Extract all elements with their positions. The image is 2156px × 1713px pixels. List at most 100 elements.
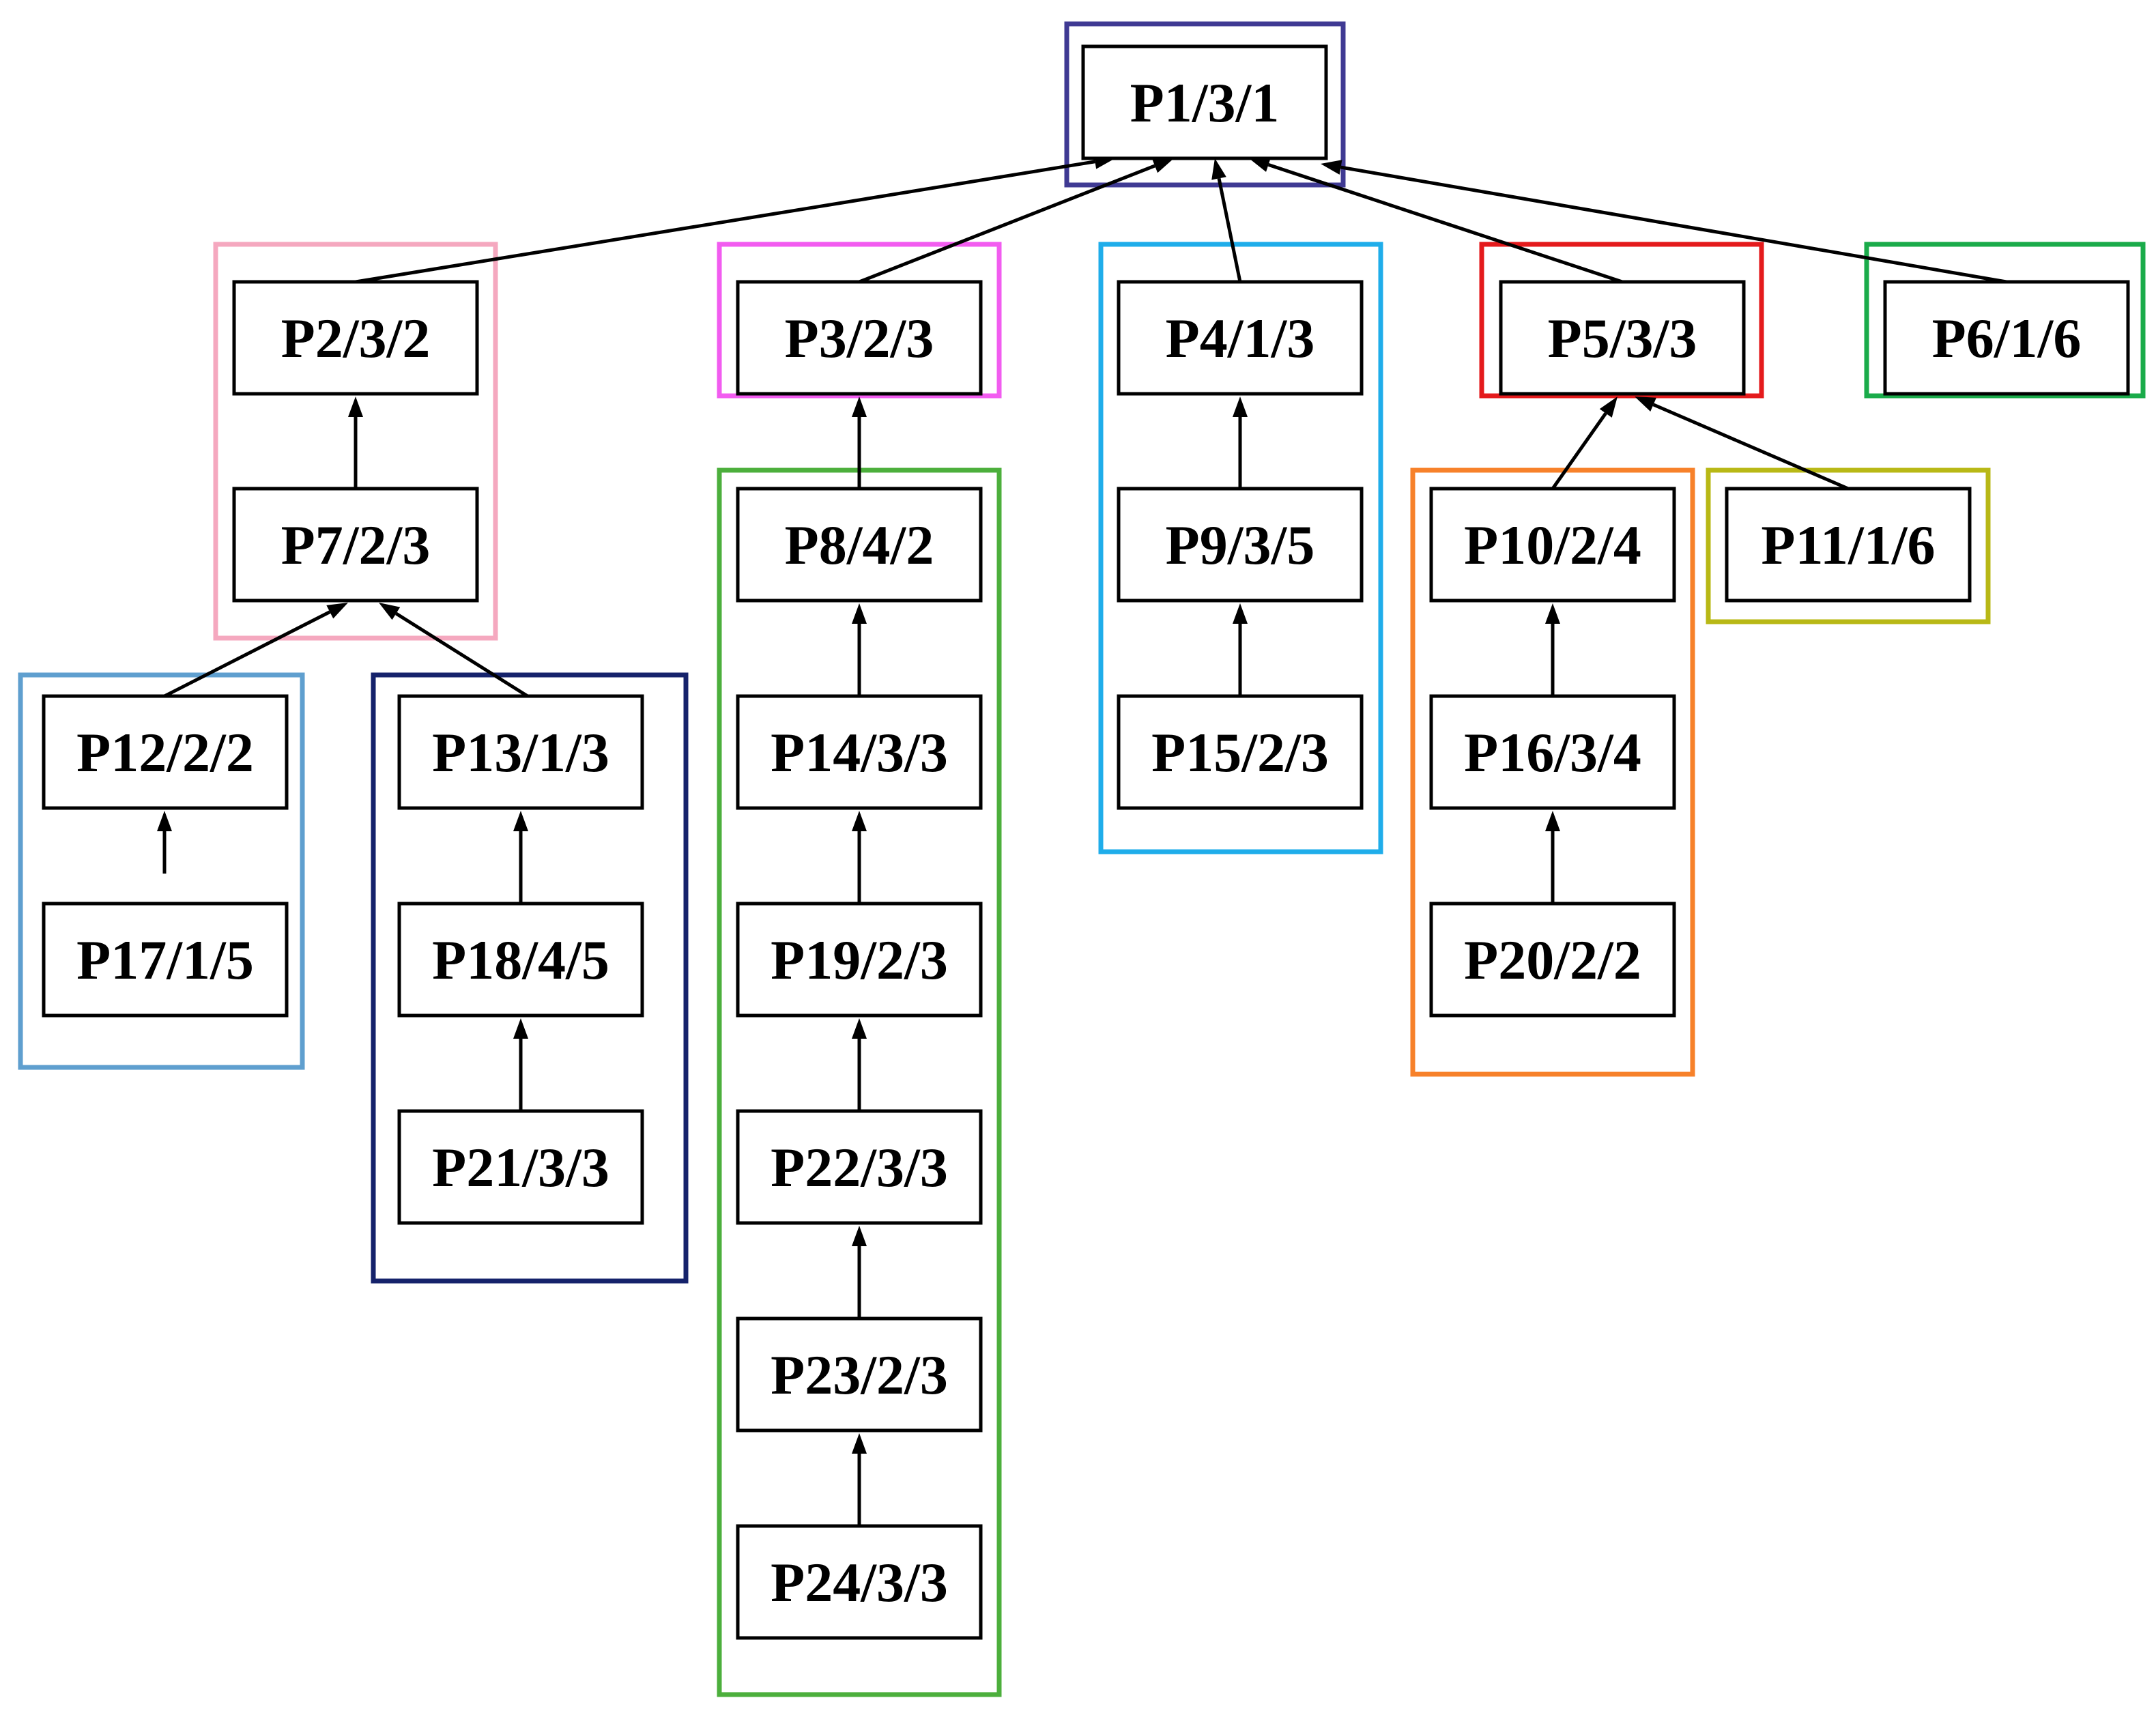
- group-frame-p12-p17: [18, 672, 305, 1070]
- arrowhead-icon: [852, 1226, 867, 1246]
- arrowhead-icon: [1545, 603, 1560, 624]
- edge-p19-to-p14: [852, 811, 867, 904]
- edge-p12-to-p7: [163, 603, 348, 698]
- node-box: [1429, 902, 1676, 1018]
- arrowhead-icon: [1545, 811, 1560, 831]
- edge-p18-to-p13: [513, 811, 528, 904]
- node-p4: P4/1/3: [1117, 280, 1364, 396]
- node-box: [1499, 280, 1746, 396]
- arrowhead-icon: [513, 811, 528, 831]
- node-box: [397, 1109, 644, 1225]
- edge-line: [1267, 163, 1623, 284]
- edge-p16-to-p10: [1545, 603, 1560, 696]
- node-p9: P9/3/5: [1117, 487, 1364, 603]
- group-frame-p10-p16-p20: [1410, 467, 1695, 1077]
- node-label: P5/3/3: [1548, 307, 1697, 369]
- edge-p5-to-p1: [1249, 157, 1623, 284]
- edge-p17-to-p12: [157, 811, 172, 874]
- edge-line: [163, 610, 331, 698]
- node-p3: P3/2/3: [736, 280, 983, 396]
- node-label: P13/1/3: [432, 721, 609, 783]
- node-box: [42, 902, 289, 1018]
- node-p17: P17/1/5: [42, 902, 289, 1018]
- edge-line: [395, 611, 529, 698]
- edge-p11-to-p5: [1635, 397, 1849, 491]
- edge-line: [1551, 412, 1607, 490]
- edge-p20-to-p16: [1545, 811, 1560, 904]
- node-label: P1/3/1: [1130, 72, 1280, 134]
- arrowhead-icon: [1211, 158, 1226, 180]
- node-box: [42, 694, 289, 810]
- edge-line: [1217, 177, 1242, 283]
- node-box: [232, 280, 479, 396]
- edge-p10-to-p5: [1551, 397, 1618, 490]
- node-p8: P8/4/2: [736, 487, 983, 603]
- node-box: [736, 694, 983, 810]
- node-p7: P7/2/3: [232, 487, 479, 603]
- node-box: [1081, 44, 1328, 160]
- arrowhead-icon: [1249, 157, 1271, 172]
- arrowhead-icon: [852, 397, 867, 417]
- node-box: [736, 487, 983, 603]
- node-box: [397, 902, 644, 1018]
- group-frames: [18, 21, 2146, 1697]
- node-box: [736, 1524, 983, 1640]
- node-p22: P22/3/3: [736, 1109, 983, 1225]
- node-label: P19/2/3: [771, 929, 948, 991]
- group-frame-p6: [1864, 242, 2146, 399]
- group-frame-p13-p18-p21: [371, 672, 689, 1284]
- group-frame-p1: [1064, 21, 1346, 188]
- node-p12: P12/2/2: [42, 694, 289, 810]
- node-box: [1117, 280, 1364, 396]
- node-label: P21/3/3: [432, 1136, 609, 1198]
- nodes: P1/3/1P2/3/2 P3/2/3 P4/1/3 P5/3/3 P6/1/6P7/2…: [42, 44, 2130, 1640]
- node-label: P4/1/3: [1166, 307, 1315, 369]
- node-p19: P19/2/3: [736, 902, 983, 1018]
- arrowhead-icon: [852, 1018, 867, 1039]
- edge-p8-to-p3: [852, 397, 867, 489]
- group-frame-p2-p7: [213, 242, 498, 641]
- group-frame-p11: [1706, 467, 1991, 624]
- node-box: [1117, 487, 1364, 603]
- node-box: [397, 694, 644, 810]
- node-label: P23/2/3: [771, 1344, 948, 1406]
- node-p15: P15/2/3: [1117, 694, 1364, 810]
- node-label: P22/3/3: [771, 1136, 948, 1198]
- arrowhead-icon: [157, 811, 172, 831]
- arrowhead-icon: [1233, 603, 1248, 624]
- node-label: P16/3/4: [1464, 721, 1641, 783]
- edges: [157, 154, 2007, 1526]
- node-label: P3/2/3: [785, 307, 934, 369]
- node-label: P17/1/5: [76, 929, 254, 991]
- group-frame-p3: [717, 242, 1002, 399]
- arrowhead-icon: [1152, 158, 1174, 173]
- edge-p7-to-p2: [348, 397, 363, 489]
- node-p6: P6/1/6: [1883, 280, 2130, 396]
- node-box: [1883, 280, 2130, 396]
- node-box: [1725, 487, 1972, 603]
- edge-p22-to-p19: [852, 1018, 867, 1111]
- node-p5: P5/3/3: [1499, 280, 1746, 396]
- node-p13: P13/1/3: [397, 694, 644, 810]
- edge-p24-to-p23: [852, 1433, 867, 1526]
- group-frame-p4-p9-p15: [1098, 242, 1383, 854]
- node-p16: P16/3/4: [1429, 694, 1676, 810]
- node-label: P11/1/6: [1761, 514, 1935, 576]
- node-box: [1117, 694, 1364, 810]
- node-label: P8/4/2: [785, 514, 934, 576]
- node-label: P12/2/2: [76, 721, 254, 783]
- node-p18: P18/4/5: [397, 902, 644, 1018]
- node-label: P6/1/6: [1932, 307, 2082, 369]
- arrowhead-icon: [379, 603, 401, 620]
- node-box: [736, 1316, 983, 1433]
- node-label: P10/2/4: [1464, 514, 1641, 576]
- node-label: P20/2/2: [1464, 929, 1641, 991]
- node-p20: P20/2/2: [1429, 902, 1676, 1018]
- edge-p14-to-p8: [852, 603, 867, 696]
- node-box: [736, 1109, 983, 1225]
- node-p21: P21/3/3: [397, 1109, 644, 1225]
- node-p14: P14/3/3: [736, 694, 983, 810]
- node-label: P2/3/2: [281, 307, 431, 369]
- node-box: [232, 487, 479, 603]
